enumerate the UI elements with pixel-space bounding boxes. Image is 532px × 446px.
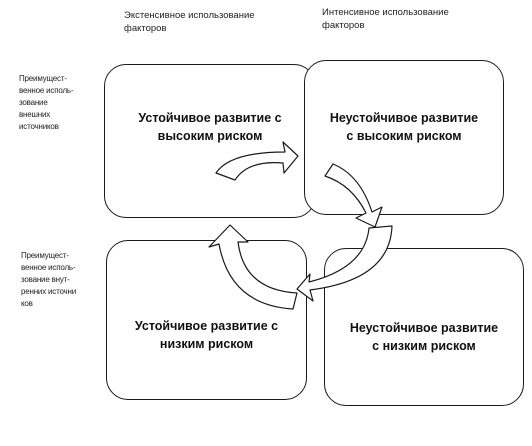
cycle-arrow-right bbox=[324, 163, 383, 228]
cycle-arrow-bottom bbox=[296, 225, 393, 302]
box-unstable-high-risk-label: Неустойчивое развитие с высоким риском bbox=[329, 110, 479, 143]
row-label-external-sources: Преимущест- венное исполь- зование внешн… bbox=[19, 74, 74, 131]
column-header-extensive: Экстенсивное использование факторов bbox=[124, 10, 255, 34]
box-unstable-high-risk: Неустойчивое развитие с высоким риском bbox=[304, 60, 504, 215]
box-stable-low-risk-label: Устойчивое развитие с низким риском bbox=[134, 319, 279, 351]
cycle-arrow-top bbox=[215, 141, 299, 181]
box-stable-high-risk: Устойчивое развитие с высоким риском bbox=[104, 64, 316, 218]
row-label-internal-sources: Преимущест- венное исполь- зование внут-… bbox=[21, 251, 76, 308]
cycle-arrow-left bbox=[208, 224, 298, 310]
box-unstable-low-risk-label: Неустойчивое развитие с низким риском bbox=[349, 321, 499, 353]
column-header-intensive: Интенсивное использование факторов bbox=[322, 7, 449, 31]
box-stable-low-risk: Устойчивое развитие с низким риском bbox=[106, 240, 307, 400]
box-stable-high-risk-label: Устойчивое развитие с высоким риском bbox=[138, 111, 282, 143]
